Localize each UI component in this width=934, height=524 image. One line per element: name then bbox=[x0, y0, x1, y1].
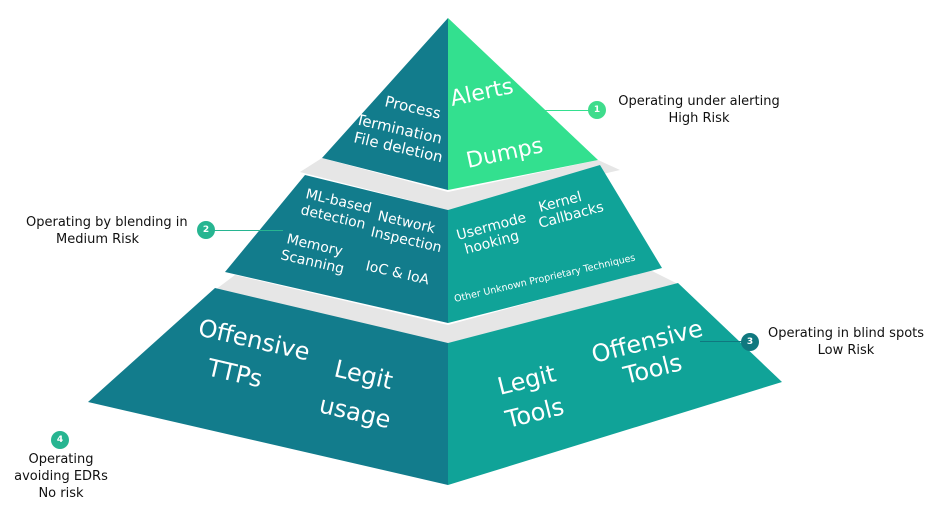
top-tier-right-face bbox=[448, 18, 598, 190]
callout-2: Operating by blending in Medium Risk bbox=[26, 214, 194, 248]
badge-2: 2 bbox=[197, 221, 215, 239]
callout-4-line2: avoiding EDRs bbox=[14, 469, 108, 484]
callout-1-line1: Operating under alerting bbox=[618, 94, 780, 109]
callout-2-line1: Operating by blending in bbox=[26, 215, 188, 230]
connector-line-1 bbox=[530, 110, 592, 111]
callout-4-line1: Operating bbox=[28, 452, 94, 467]
callout-1: Operating under alerting High Risk bbox=[610, 93, 788, 127]
callout-1-line2: High Risk bbox=[668, 111, 730, 126]
callout-3-line1: Operating in blind spots bbox=[767, 326, 925, 341]
callout-3: Operating in blind spots Low Risk bbox=[762, 325, 930, 359]
callout-2-line2: Medium Risk bbox=[56, 232, 140, 247]
top-tier-left-face bbox=[322, 18, 448, 190]
bottom-tier-left-face bbox=[88, 288, 448, 485]
shadow-band-lower bbox=[215, 270, 680, 343]
callout-4-line3: No risk bbox=[38, 486, 84, 501]
middle-tier-right-face bbox=[448, 165, 662, 323]
badge-1: 1 bbox=[588, 101, 606, 119]
connector-line-2 bbox=[213, 230, 283, 231]
connector-line-3 bbox=[700, 341, 742, 342]
bottom-tier-right-face bbox=[448, 283, 782, 485]
badge-4: 4 bbox=[51, 431, 69, 449]
badge-3: 3 bbox=[741, 333, 759, 351]
middle-tier-left-face bbox=[225, 175, 448, 323]
callout-4: Operating avoiding EDRs No risk bbox=[6, 451, 116, 502]
callout-3-line2: Low Risk bbox=[817, 343, 875, 358]
